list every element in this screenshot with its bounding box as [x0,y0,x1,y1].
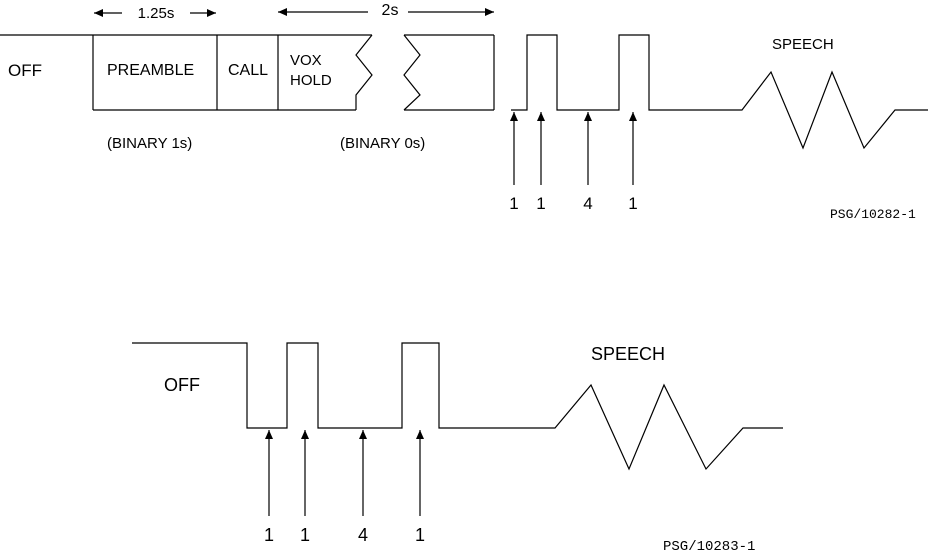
top-timing-diagram: 1.25s 2s OFF PREAMBLE CALL VOX HOLD [0,2,928,222]
speech-label: SPEECH [591,344,665,364]
dimension-total-duration: 2s [278,2,494,19]
break-mark-left [356,35,372,110]
segment-off-label: OFF [8,61,42,80]
dimension-total-label: 2s [382,2,399,19]
pulse-count-label: 1 [264,525,274,545]
pulse-count-label: 4 [583,194,592,213]
segment-vox-label: VOX [290,52,322,69]
segment-hold-label: HOLD [290,72,332,89]
pulse-count-label: 1 [628,194,637,213]
break-mark-right [404,35,420,110]
pulse-markers [269,430,420,516]
pulse-count-label: 1 [415,525,425,545]
pulse-count-labels: 1 1 4 1 [509,194,637,213]
off-label: OFF [164,375,200,395]
pulse-markers [514,112,633,185]
pulse-waveform [511,35,928,148]
note-binary-zeros: (BINARY 0s) [340,135,425,152]
figure-id-bottom: PSG/10283-1 [663,539,755,552]
speech-label: SPEECH [772,36,834,53]
segment-preamble-label: PREAMBLE [107,62,194,79]
pulse-count-label: 1 [536,194,545,213]
segment-call-label: CALL [228,62,268,79]
pulse-count-label: 1 [300,525,310,545]
note-binary-ones: (BINARY 1s) [107,135,192,152]
pulse-count-label: 1 [509,194,518,213]
dimension-preamble-duration: 1.25s [94,5,216,22]
pulse-count-labels: 1 1 4 1 [264,525,425,545]
pulse-count-label: 4 [358,525,368,545]
pulse-waveform [132,343,783,469]
bottom-timing-diagram: OFF SPEECH 1 1 4 1 PSG/10283-1 [132,343,783,552]
figure-id-top: PSG/10282-1 [830,207,916,222]
dimension-preamble-label: 1.25s [138,5,175,22]
